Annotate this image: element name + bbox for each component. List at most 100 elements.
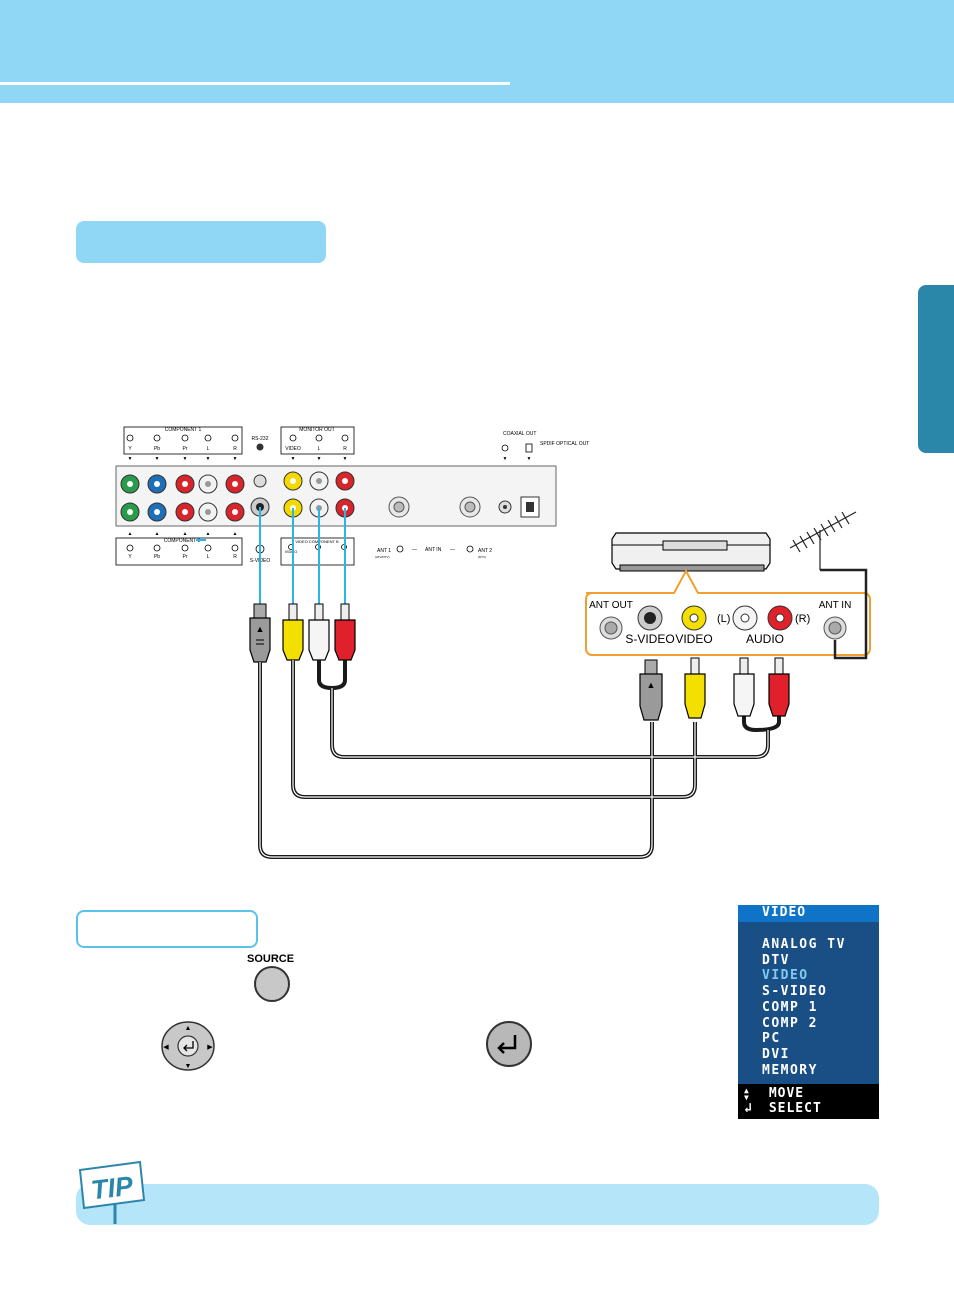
outdoor-antenna [789, 511, 868, 660]
mo-port-r: R [343, 446, 347, 452]
ant1-label: ANT 1 [377, 548, 391, 554]
vcr-ant-in-label: ANT IN [819, 600, 852, 611]
coaxial-out-label: COAXIAL OUT [503, 431, 536, 437]
tv-side-plugs: ▲ [249, 603, 356, 663]
svg-text:▶: ▶ [207, 1044, 213, 1051]
component1-label: COMPONENT 1 [165, 427, 202, 433]
svg-text:▲: ▲ [647, 680, 656, 690]
osd-menu-title: VIDEO [762, 905, 807, 920]
component1-jacks [120, 474, 245, 494]
vcr-ports: ANT OUT S-VIDEO VIDEO (L) (R) AUDIO ANT … [589, 600, 851, 646]
osd-menu-item[interactable]: PC [762, 1031, 781, 1047]
dpad-icon[interactable]: ▲ ▼ ◀ ▶ [160, 1020, 216, 1072]
svg-text:▼: ▼ [527, 456, 532, 462]
monitor-out-label: MONITOR OUT [299, 427, 334, 433]
c1-port-pb: Pb [154, 446, 160, 452]
mo-port-l: L [318, 446, 321, 452]
vcr-side-plugs: ▲ [639, 657, 790, 721]
svg-text:▼: ▼ [155, 456, 160, 462]
section-title-pill [76, 221, 326, 263]
svg-text:▲: ▲ [185, 1025, 192, 1032]
osd-source-menu: VIDEO ANALOG TV DTV VIDEO S-VIDEO COMP 1… [738, 905, 879, 1119]
c1-port-y: Y [128, 446, 132, 452]
c2-port-l: L [207, 554, 210, 560]
osd-menu-item[interactable]: ANALOG TV [762, 937, 846, 952]
svg-text:▼: ▼ [206, 456, 211, 462]
component2-label: COMPONENT 2 [164, 538, 201, 544]
tip-sign-text: TIP [89, 1170, 135, 1205]
svg-text:—: — [412, 547, 417, 553]
source-button-label: SOURCE [247, 953, 295, 965]
vcr-audio-l-label: (L) [717, 613, 730, 625]
svg-text:▼: ▼ [343, 456, 348, 462]
osd-menu-item[interactable]: MEMORY [762, 1062, 818, 1078]
osd-menu-list: ANALOG TV DTV VIDEO S-VIDEO COMP 1 COMP … [762, 937, 846, 1078]
tip-bar [76, 1184, 879, 1225]
step-label-box [76, 910, 258, 948]
tip-sign-icon: TIP [78, 1160, 146, 1224]
svg-text:▼: ▼ [185, 1063, 192, 1070]
svg-text:◀: ◀ [163, 1044, 169, 1051]
svg-text:▼: ▼ [233, 456, 238, 462]
osd-menu-item[interactable]: S-VIDEO [762, 984, 828, 1000]
svg-text:▼: ▼ [128, 456, 133, 462]
svg-text:▲: ▲ [256, 624, 265, 634]
c1-port-l: L [207, 446, 210, 452]
component2-jacks [120, 502, 245, 522]
enter-button[interactable] [486, 1021, 532, 1067]
svg-text:▼: ▼ [503, 456, 508, 462]
ant2-sub: (DTV) [478, 555, 486, 559]
vcr-svideo-label: S-VIDEO [625, 632, 674, 646]
c1-port-r: R [233, 446, 237, 452]
antenna-jacks [388, 496, 540, 518]
rs232-label: RS-232 [252, 436, 269, 442]
svg-text:▼: ▼ [183, 456, 188, 462]
video-component-label: VIDEO COMPONENT B [295, 539, 339, 544]
header-divider-line [0, 82, 510, 85]
tv-rear-panel: COMPONENT 1 Y Pb Pr L R ▼ ▼ ▼ ▼ ▼ RS-232 MON… [115, 426, 589, 566]
osd-menu-item-selected[interactable]: VIDEO [762, 968, 809, 984]
cable-guide-lines [259, 507, 346, 604]
component2-label-box [115, 537, 243, 566]
svg-text:▲: ▲ [183, 531, 188, 537]
component1-port-labels: Y Pb Pr L R [128, 446, 237, 452]
osd-select-label: SELECT [768, 1101, 822, 1116]
monitor-out-jacks [283, 471, 355, 491]
osd-menu-header: VIDEO [738, 905, 879, 922]
c2-port-pb: Pb [154, 554, 160, 560]
c2-port-pr: Pr [183, 554, 188, 560]
svg-text:▲: ▲ [128, 531, 133, 537]
svg-text:▲: ▲ [155, 531, 160, 537]
enter-arrow-icon: ↲ [744, 1101, 753, 1116]
up-down-arrows-icon: ▲▼ [744, 1085, 750, 1102]
ant1-sub: (ATV/DTV) [375, 555, 389, 559]
enter-icon [497, 1035, 517, 1054]
vcr-device [611, 532, 771, 572]
svg-text:▲: ▲ [206, 531, 211, 537]
rs232-port [256, 443, 264, 451]
c1-port-pr: Pr [183, 446, 188, 452]
chapter-side-tab [918, 285, 954, 453]
osd-menu-item[interactable]: COMP 1 [762, 999, 818, 1015]
osd-menu-footer: ▲▼ MOVE ↲ SELECT [738, 1084, 879, 1119]
source-button[interactable] [254, 966, 290, 1002]
ant2-label: ANT 2 [478, 548, 492, 554]
svg-text:▲: ▲ [233, 531, 238, 537]
vcr-audio-label: AUDIO [746, 632, 784, 646]
vcr-audio-r-label: (R) [795, 613, 810, 625]
c2-port-r: R [233, 554, 237, 560]
osd-menu-item[interactable]: DTV [762, 952, 790, 968]
svg-text:—: — [450, 547, 455, 553]
vcr-ant-out-label: ANT OUT [589, 600, 633, 611]
svg-text:▼: ▼ [317, 456, 322, 462]
c2-port-y: Y [128, 554, 132, 560]
header-band [0, 0, 954, 103]
spdif-label: SPDIF OPTICAL OUT [540, 441, 589, 447]
osd-move-label: MOVE [768, 1086, 805, 1101]
mo-port-video: VIDEO [285, 446, 301, 452]
osd-menu-item[interactable]: DVI [762, 1046, 790, 1062]
ant-in-label: ANT IN [425, 547, 442, 553]
vcr-video-label: VIDEO [675, 632, 712, 646]
osd-menu-item[interactable]: COMP 2 [762, 1015, 818, 1031]
